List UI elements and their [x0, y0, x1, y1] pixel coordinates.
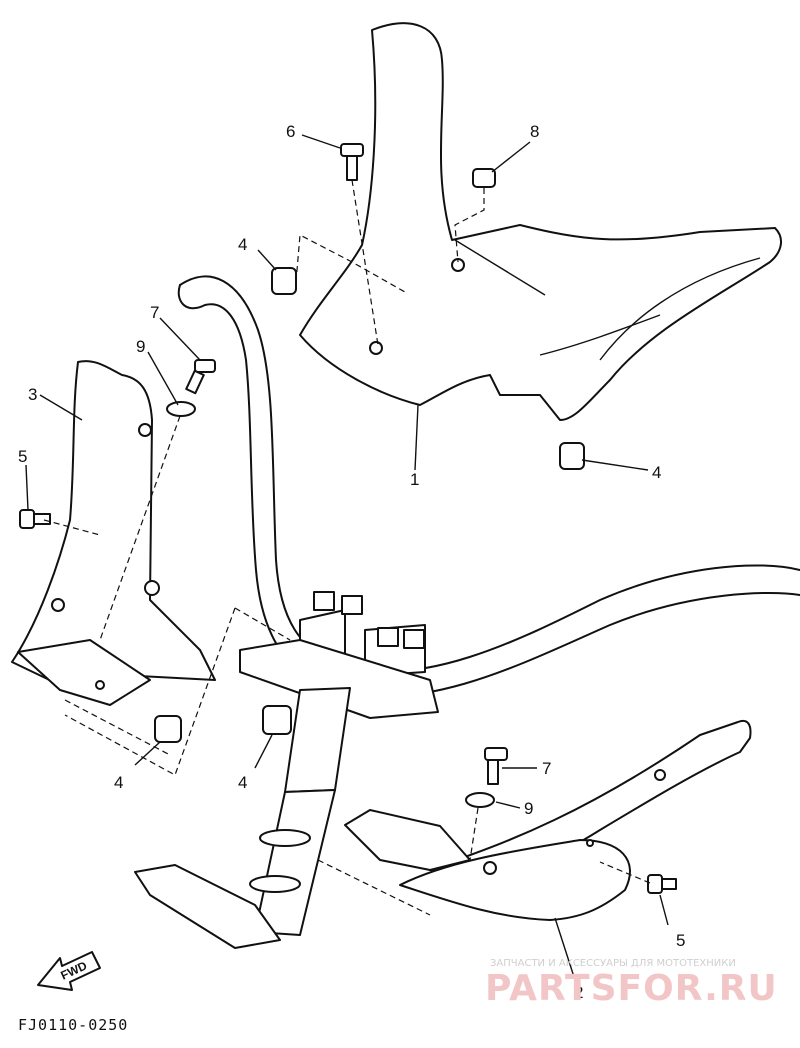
grommet-4-top [271, 267, 297, 295]
grommet-4-right [559, 442, 585, 470]
screw-5-right [647, 874, 677, 894]
callout-4-top: 4 [238, 235, 247, 254]
callout-2: 2 [574, 983, 583, 1002]
leader-lines [25, 134, 669, 981]
callout-4-right: 4 [652, 463, 661, 482]
steering-stem [134, 591, 439, 949]
callout-4-center: 4 [238, 773, 247, 792]
callout-1: 1 [410, 470, 419, 489]
callout-7-right: 7 [542, 759, 551, 778]
callout-8: 8 [530, 122, 539, 141]
callout-5-left: 5 [18, 447, 27, 466]
left-side-panel [11, 360, 216, 706]
watermark-brand: PARTSFOR.RU [485, 968, 778, 1009]
fwd-arrow-icon: FWD [37, 951, 101, 991]
callout-6: 6 [286, 122, 295, 141]
nut-8 [472, 168, 496, 188]
washer-9-right [465, 792, 495, 808]
screw-5-left [19, 509, 51, 529]
callout-3: 3 [28, 385, 37, 404]
stem-bolt [313, 591, 425, 649]
callout-labels: 1 2 3 4 4 4 4 5 5 6 7 7 8 9 9 [18, 122, 685, 1002]
washer-9-left [166, 401, 196, 417]
front-cover [299, 22, 782, 421]
watermark-caption: ЗАПЧАСТИ И АКСЕССУАРЫ ДЛЯ МОТОТЕХНИКИ [490, 958, 736, 969]
screw-7-left [185, 359, 216, 395]
callout-7-left: 7 [150, 303, 159, 322]
callout-9-right: 9 [524, 799, 533, 818]
grommet-4-left [154, 715, 182, 743]
callout-4-left: 4 [114, 773, 123, 792]
callout-5-right: 5 [676, 931, 685, 950]
grommet-4-center [262, 705, 292, 735]
watermark: ЗАПЧАСТИ И АКСЕССУАРЫ ДЛЯ МОТОТЕХНИКИ PA… [485, 958, 778, 1009]
diagram-code: FJ0110-0250 [18, 1016, 128, 1034]
screw-7-right [484, 747, 508, 785]
screw-6 [340, 143, 364, 181]
callout-9-left: 9 [136, 337, 145, 356]
right-side-panel [344, 719, 752, 921]
assembly-lines [43, 179, 651, 916]
